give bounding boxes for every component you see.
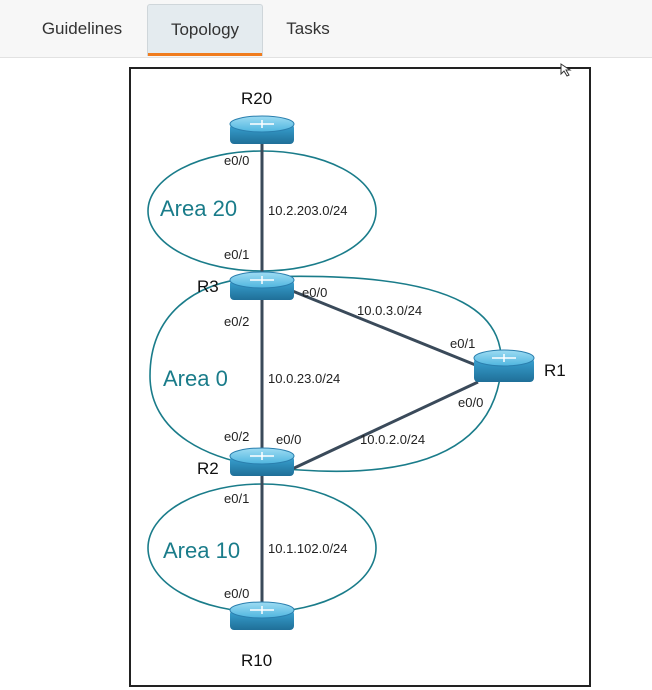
r3-interface-e00-label: e0/0 bbox=[302, 285, 327, 300]
r2-interface-e00-label: e0/0 bbox=[276, 432, 301, 447]
link-r3-r1 bbox=[289, 288, 479, 368]
network-r3-r1-label: 10.0.3.0/24 bbox=[357, 303, 422, 318]
router-r20-icon[interactable] bbox=[229, 115, 295, 144]
router-r20-label: R20 bbox=[241, 89, 272, 108]
network-r20-r3-label: 10.2.203.0/24 bbox=[268, 203, 348, 218]
network-r3-r2-label: 10.0.23.0/24 bbox=[268, 371, 340, 386]
r10-interface-e00-label: e0/0 bbox=[224, 586, 249, 601]
tab-tasks[interactable]: Tasks bbox=[286, 19, 330, 38]
r2-interface-e02-label: e0/2 bbox=[224, 429, 249, 444]
network-r2-r10-label: 10.1.102.0/24 bbox=[268, 541, 348, 556]
r3-interface-e02-label: e0/2 bbox=[224, 314, 249, 329]
router-r3-label: R3 bbox=[197, 277, 219, 296]
tab-topology[interactable]: Topology bbox=[147, 4, 263, 56]
r1-interface-e00-label: e0/0 bbox=[458, 395, 483, 410]
router-r2-icon[interactable] bbox=[229, 447, 295, 476]
router-r2-label: R2 bbox=[197, 459, 219, 478]
r3-interface-e01-label: e0/1 bbox=[224, 247, 249, 262]
router-r10-icon[interactable] bbox=[229, 601, 295, 630]
link-r2-r1 bbox=[289, 380, 479, 472]
r2-interface-e01-label: e0/1 bbox=[224, 491, 249, 506]
router-r1-label: R1 bbox=[544, 361, 566, 380]
mouse-cursor-icon bbox=[560, 63, 572, 77]
topology-panel: R20 R3 R1 R2 R10 Area 20 Area 0 Area 10 … bbox=[0, 58, 652, 690]
area10-label: Area 10 bbox=[163, 538, 240, 563]
router-r3-icon[interactable] bbox=[229, 271, 295, 300]
router-r10-label: R10 bbox=[241, 651, 272, 670]
tab-guidelines[interactable]: Guidelines bbox=[41, 19, 123, 38]
network-r2-r1-label: 10.0.2.0/24 bbox=[360, 432, 425, 447]
area20-label: Area 20 bbox=[160, 196, 237, 221]
r20-interface-e00-label: e0/0 bbox=[224, 153, 249, 168]
area0-label: Area 0 bbox=[163, 366, 228, 391]
r1-interface-e01-label: e0/1 bbox=[450, 336, 475, 351]
router-r1-icon[interactable] bbox=[473, 349, 535, 382]
topology-diagram: R20 R3 R1 R2 R10 Area 20 Area 0 Area 10 … bbox=[129, 63, 591, 687]
tab-bar: Guidelines Topology Tasks bbox=[0, 0, 652, 58]
area0-ring bbox=[149, 275, 503, 473]
